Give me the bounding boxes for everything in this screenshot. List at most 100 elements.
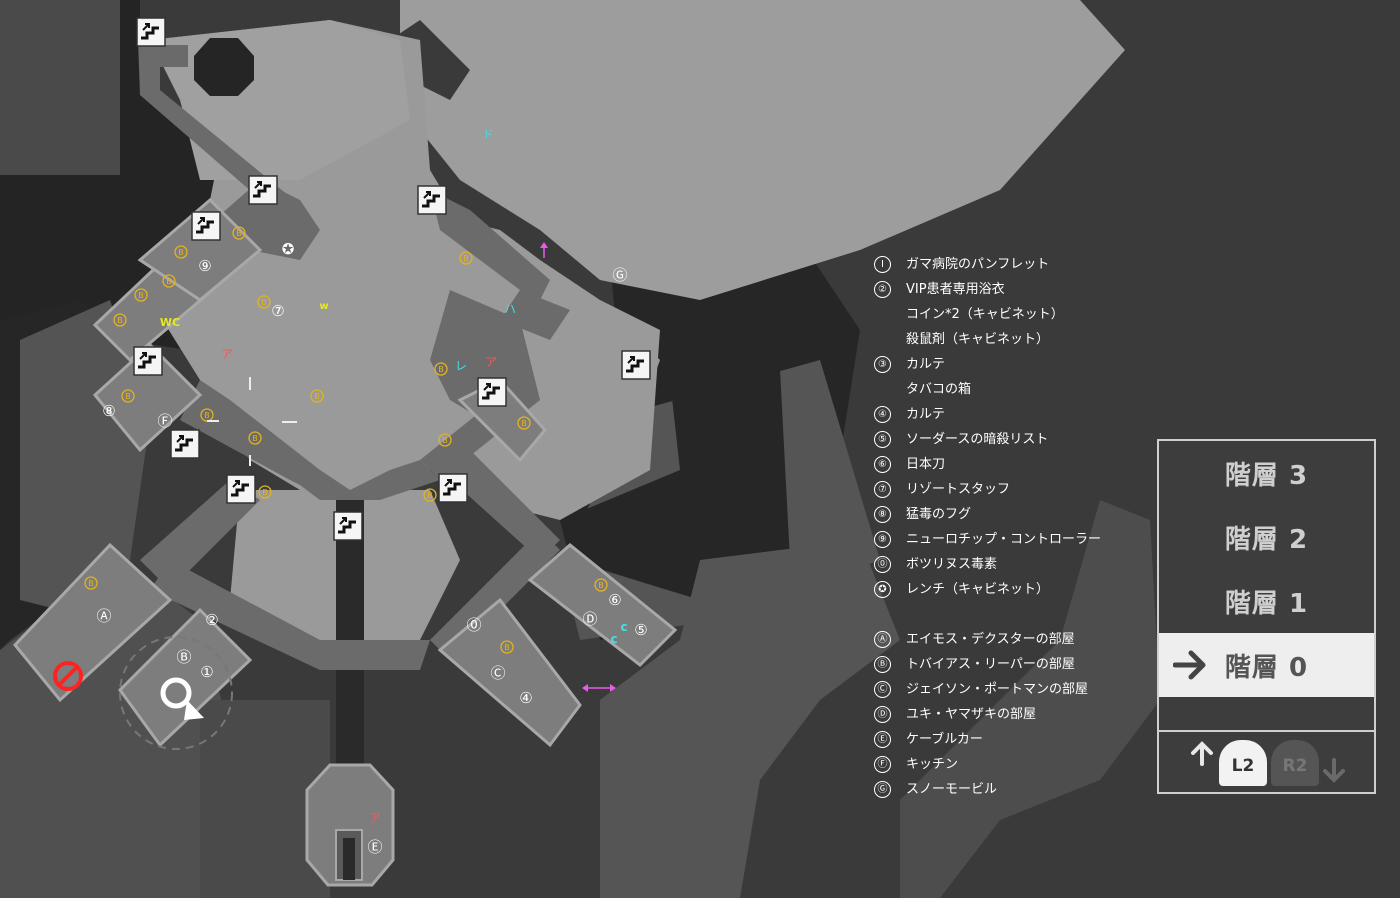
- stairs-icon[interactable]: [417, 185, 447, 215]
- legend-mark: Ⅰ: [874, 256, 891, 273]
- svg-text:B: B: [262, 488, 268, 497]
- pickup-b[interactable]: B: [134, 288, 148, 302]
- legend-mark: ⑧: [874, 506, 891, 523]
- floor-2-option[interactable]: 階層 2: [1159, 505, 1374, 569]
- svg-text:B: B: [88, 579, 94, 588]
- svg-text:B: B: [138, 291, 144, 300]
- do-mark: ド: [483, 128, 494, 141]
- pickup-b[interactable]: B: [423, 488, 437, 502]
- legend-item: 殺鼠剤（キャビネット）: [874, 327, 1144, 352]
- pickup-b[interactable]: B: [174, 245, 188, 259]
- pickup-b[interactable]: B: [232, 226, 246, 240]
- svg-text:B: B: [314, 392, 320, 401]
- svg-text:B: B: [504, 643, 510, 652]
- pickup-b[interactable]: B: [500, 640, 514, 654]
- svg-text:B: B: [236, 229, 242, 238]
- stairs-icon[interactable]: [477, 377, 507, 407]
- legend-text: レンチ（キャビネット）: [906, 582, 1050, 597]
- legend-text: ケーブルカー: [906, 732, 983, 747]
- stairs-icon[interactable]: [438, 473, 468, 503]
- pickup-b[interactable]: B: [438, 433, 452, 447]
- room-f-marker[interactable]: Ⓕ: [157, 412, 172, 430]
- legend-mark: Ⓕ: [874, 756, 891, 773]
- item-4-marker[interactable]: ④: [519, 689, 532, 707]
- item-1-marker[interactable]: ①: [200, 663, 213, 681]
- legend-text: カルテ: [906, 357, 946, 372]
- stairs-icon[interactable]: [333, 511, 363, 541]
- stairs-icon[interactable]: [621, 350, 651, 380]
- rooms: [13, 197, 678, 887]
- stairs-icon[interactable]: [136, 17, 166, 47]
- legend-text: ユキ・ヤマザキの部屋: [906, 707, 1037, 722]
- floor-0-option[interactable]: 階層 0: [1159, 633, 1374, 697]
- terrain-right: [600, 540, 900, 898]
- snow-field: [400, 0, 1125, 300]
- stairs-icon[interactable]: [133, 346, 163, 376]
- room-markers: Ⓐ Ⓑ Ⓒ Ⓓ Ⓔ Ⓕ Ⓖ: [96, 266, 627, 856]
- room-a-marker[interactable]: Ⓐ: [96, 607, 111, 625]
- legend-mark: Ⓑ: [874, 656, 891, 673]
- legend-item: ✪レンチ（キャビネット）: [874, 577, 1144, 602]
- legend-text: ジェイソン・ポートマンの部屋: [906, 682, 1089, 697]
- legend-mark: ③: [874, 356, 891, 373]
- r2-button[interactable]: R2: [1271, 740, 1319, 786]
- pickup-b[interactable]: B: [258, 485, 272, 499]
- stairs-icon[interactable]: [191, 211, 221, 241]
- pickup-b[interactable]: B: [162, 274, 176, 288]
- item-markers: ① ② ④ ⑤ ⑥ ⑦ ⑧ ⑨ ⓪ ✪: [102, 240, 647, 707]
- item-0-marker[interactable]: ⓪: [466, 616, 481, 634]
- pickup-b[interactable]: B: [459, 251, 473, 265]
- pickup-b[interactable]: B: [84, 576, 98, 590]
- item-6-marker[interactable]: ⑥: [608, 591, 621, 609]
- legend-mark: [874, 306, 891, 323]
- pickup-b[interactable]: B: [434, 362, 448, 376]
- save-point-icon[interactable]: [53, 661, 83, 691]
- pickup-b[interactable]: B: [248, 431, 262, 445]
- svg-text:B: B: [521, 419, 527, 428]
- pickup-b[interactable]: B: [310, 389, 324, 403]
- legend-mark: [874, 381, 891, 398]
- svg-text:B: B: [463, 254, 469, 263]
- legend-text: リゾートスタッフ: [906, 482, 1011, 497]
- item-5-marker[interactable]: ⑤: [634, 621, 647, 639]
- room-e-marker[interactable]: Ⓔ: [367, 838, 382, 856]
- item-star-marker[interactable]: ✪: [282, 240, 295, 258]
- room-b-marker[interactable]: Ⓑ: [176, 648, 191, 666]
- svg-text:B: B: [204, 411, 210, 420]
- corridors: [138, 40, 570, 790]
- legend-text: カルテ: [906, 407, 946, 422]
- item-2-marker[interactable]: ②: [205, 611, 218, 629]
- legend-mark: ②: [874, 281, 891, 298]
- item-9-marker[interactable]: ⑨: [198, 257, 211, 275]
- stairs-icon[interactable]: [170, 429, 200, 459]
- player-marker-icon[interactable]: [119, 636, 233, 750]
- pickup-b[interactable]: B: [517, 416, 531, 430]
- pickup-b[interactable]: B: [121, 389, 135, 403]
- pickup-b[interactable]: B: [257, 295, 271, 309]
- floor-3-option[interactable]: 階層 3: [1159, 441, 1374, 505]
- pickup-b[interactable]: B: [594, 578, 608, 592]
- floor-1-option[interactable]: 階層 1: [1159, 569, 1374, 633]
- c-mark: c: [620, 620, 627, 634]
- pickup-b[interactable]: B: [113, 313, 127, 327]
- stairs-icon[interactable]: [248, 175, 278, 205]
- l2-button[interactable]: L2: [1219, 740, 1267, 786]
- svg-text:B: B: [261, 298, 267, 307]
- legend-item: タバコの箱: [874, 377, 1144, 402]
- legend-text: コイン*2（キャビネット）: [906, 307, 1064, 322]
- room-g-marker[interactable]: Ⓖ: [612, 266, 627, 284]
- room-d-marker[interactable]: Ⓓ: [582, 610, 597, 628]
- legend-text: ボツリヌス毒素: [906, 557, 998, 572]
- item-8-marker[interactable]: ⑧: [102, 402, 115, 420]
- legend-mark: ⑤: [874, 431, 891, 448]
- item-7-marker[interactable]: ⑦: [271, 302, 284, 320]
- room-c-marker[interactable]: Ⓒ: [490, 664, 505, 682]
- stairs-icon[interactable]: [226, 474, 256, 504]
